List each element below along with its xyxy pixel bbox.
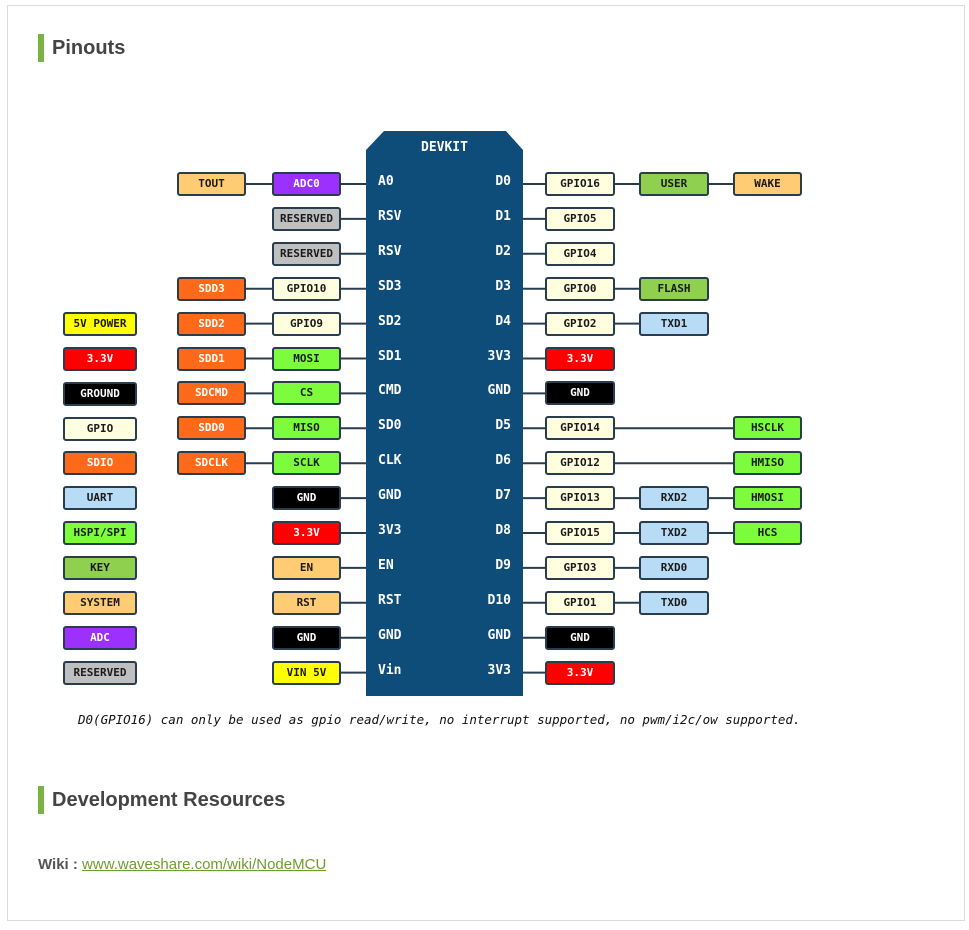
- pin-box-tout: TOUT: [177, 172, 246, 196]
- pin-box-gnd: GND: [545, 381, 615, 406]
- board-title: DEVKIT: [421, 140, 468, 155]
- pin-box-txd1: TXD1: [639, 311, 709, 336]
- pin-box-sdd2: SDD2: [177, 311, 246, 336]
- pin-box-5v-power: 5V POWER: [63, 312, 137, 336]
- pin-box-gpio2: GPIO2: [545, 311, 615, 336]
- board-pin-clk-left: CLK: [378, 453, 402, 469]
- pin-box-3-3v: 3.3V: [272, 521, 341, 545]
- board-pin-3v3-right: 3V3: [487, 348, 511, 364]
- pin-box-hspi-spi: HSPI/SPI: [63, 521, 137, 546]
- pin-box-key: KEY: [63, 555, 137, 580]
- pin-box-3-3v: 3.3V: [545, 660, 615, 685]
- pin-box-adc: ADC: [63, 625, 137, 650]
- content-frame: [7, 5, 965, 921]
- pin-box-miso: MISO: [272, 416, 341, 441]
- devkit-board: [366, 131, 523, 696]
- pin-box-gpio0: GPIO0: [545, 276, 615, 301]
- pin-box-hcs: HCS: [733, 521, 802, 545]
- board-pin-rsv-left: RSV: [378, 208, 402, 224]
- section-title-development-resources: Development Resources: [38, 786, 285, 814]
- pin-box-sdcmd: SDCMD: [177, 381, 246, 406]
- board-pin-sd2-left: SD2: [378, 313, 402, 329]
- pin-box-gpio5: GPIO5: [545, 206, 615, 231]
- pin-box-sdd0: SDD0: [177, 416, 246, 441]
- pin-box-ground: GROUND: [63, 381, 137, 406]
- pin-box-gpio16: GPIO16: [545, 172, 615, 196]
- board-pin-gnd-right: GND: [487, 383, 511, 399]
- board-pin-d2-right: D2: [495, 243, 511, 259]
- pin-box-gpio10: GPIO10: [272, 276, 341, 301]
- section-title-pinouts: Pinouts: [38, 34, 125, 62]
- pin-box-gnd: GND: [545, 625, 615, 650]
- board-pin-sd0-left: SD0: [378, 418, 402, 434]
- pin-box-hmosi: HMOSI: [733, 486, 802, 511]
- board-pin-rsv-left: RSV: [378, 243, 402, 259]
- board-pin-a0-left: A0: [378, 174, 394, 189]
- pin-box-gpio4: GPIO4: [545, 241, 615, 266]
- pin-box-gpio3: GPIO3: [545, 555, 615, 580]
- pin-box-hmiso: HMISO: [733, 451, 802, 476]
- pin-box-uart: UART: [63, 486, 137, 511]
- pin-box-sclk: SCLK: [272, 451, 341, 476]
- pin-box-3-3v: 3.3V: [63, 346, 137, 371]
- pin-box-gnd: GND: [272, 486, 341, 511]
- pin-box-sdd1: SDD1: [177, 346, 246, 371]
- pin-box-sdd3: SDD3: [177, 276, 246, 301]
- board-pin-gnd-left: GND: [378, 627, 402, 643]
- board-pin-3v3-left: 3V3: [378, 523, 402, 538]
- pin-box-rxd2: RXD2: [639, 486, 709, 511]
- board-pin-3v3-right: 3V3: [487, 662, 511, 678]
- board-pin-gnd-left: GND: [378, 488, 402, 504]
- pin-box-gpio13: GPIO13: [545, 486, 615, 511]
- pin-box-gpio: GPIO: [63, 416, 137, 441]
- board-pin-d3-right: D3: [495, 278, 511, 294]
- board-pin-d8-right: D8: [495, 523, 511, 538]
- board-pin-d7-right: D7: [495, 488, 511, 504]
- pin-box-vin-5v: VIN 5V: [272, 660, 341, 685]
- pin-box-flash: FLASH: [639, 276, 709, 301]
- board-pin-d4-right: D4: [495, 313, 511, 329]
- wiki-label: Wiki :: [38, 856, 78, 873]
- pin-box-txd2: TXD2: [639, 521, 709, 545]
- pin-box-rst: RST: [272, 590, 341, 615]
- pin-box-adc0: ADC0: [272, 172, 341, 196]
- board-pin-sd1-left: SD1: [378, 348, 402, 364]
- pin-box-wake: WAKE: [733, 172, 802, 196]
- wiki-link[interactable]: www.waveshare.com/wiki/NodeMCU: [82, 856, 327, 873]
- wiki-line: Wiki : www.waveshare.com/wiki/NodeMCU: [38, 856, 326, 873]
- pin-box-3-3v: 3.3V: [545, 346, 615, 371]
- pin-box-gpio9: GPIO9: [272, 311, 341, 336]
- pin-box-hsclk: HSCLK: [733, 416, 802, 441]
- pin-box-en: EN: [272, 555, 341, 580]
- pin-box-gpio12: GPIO12: [545, 451, 615, 476]
- board-pin-rst-left: RST: [378, 592, 402, 608]
- pin-box-rxd0: RXD0: [639, 555, 709, 580]
- pin-box-reserved: RESERVED: [272, 241, 341, 266]
- pin-box-reserved: RESERVED: [63, 660, 137, 685]
- board-pin-d9-right: D9: [495, 557, 511, 573]
- gpio16-note: D0(GPIO16) can only be used as gpio read…: [78, 712, 801, 727]
- pin-box-gpio1: GPIO1: [545, 590, 615, 615]
- pin-box-gpio14: GPIO14: [545, 416, 615, 441]
- pin-box-gpio15: GPIO15: [545, 521, 615, 545]
- board-pin-en-left: EN: [378, 557, 394, 573]
- pin-box-cs: CS: [272, 381, 341, 406]
- pin-box-mosi: MOSI: [272, 346, 341, 371]
- pin-box-user: USER: [639, 172, 709, 196]
- board-pin-gnd-right: GND: [487, 627, 511, 643]
- board-pin-d0-right: D0: [495, 174, 511, 189]
- pin-box-txd0: TXD0: [639, 590, 709, 615]
- board-pin-d10-right: D10: [487, 592, 511, 608]
- pin-box-sdio: SDIO: [63, 451, 137, 476]
- pin-box-gnd: GND: [272, 625, 341, 650]
- pin-box-system: SYSTEM: [63, 590, 137, 615]
- board-pin-cmd-left: CMD: [378, 383, 402, 399]
- board-pin-d5-right: D5: [495, 418, 511, 434]
- pin-box-reserved: RESERVED: [272, 206, 341, 231]
- pin-box-sdclk: SDCLK: [177, 451, 246, 476]
- board-pin-sd3-left: SD3: [378, 278, 402, 294]
- board-pin-vin-left: Vin: [378, 662, 402, 678]
- board-pin-d6-right: D6: [495, 453, 511, 469]
- board-pin-d1-right: D1: [495, 208, 511, 224]
